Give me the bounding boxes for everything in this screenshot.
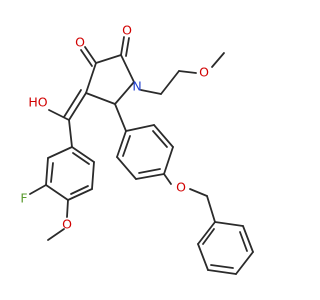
bond-c5-c4 xyxy=(85,92,116,105)
ar2-bond-2 xyxy=(153,124,174,148)
ar1-bond-6 xyxy=(71,146,95,163)
bond-ar1-o-methoxy xyxy=(66,199,69,218)
ar1-bond-5 xyxy=(91,161,95,190)
methoxyethyl-chain xyxy=(140,52,225,95)
ar2-inner-2 xyxy=(138,168,161,174)
ar2-bond-4 xyxy=(135,173,165,180)
ar2-inner-3 xyxy=(122,135,131,157)
bond-ch2-phenyl xyxy=(206,195,216,223)
ar1-bond-2 xyxy=(45,157,49,186)
bond-c4-cexo xyxy=(68,92,87,121)
atom-labels: O O N O HO F O O xyxy=(20,23,209,232)
atom-o-methoxy-aryl: O xyxy=(62,217,72,232)
atom-o-lactam: O xyxy=(122,23,132,38)
bond-o-ch3 xyxy=(211,52,225,68)
bond-ar2-o xyxy=(163,173,172,185)
bond-ch2-ch2 xyxy=(160,70,180,95)
ar1-bond-1 xyxy=(47,146,73,159)
ar3-bond-3 xyxy=(207,269,237,275)
bond-n1-ch2 xyxy=(140,89,162,95)
bond-o-methyl xyxy=(47,228,65,241)
ar2-bond-6 xyxy=(116,130,127,158)
bond-c4-c3 xyxy=(85,62,97,94)
bond-cexo-oh xyxy=(48,109,70,121)
ar3-bond-4 xyxy=(235,251,254,275)
bond-c4-cexo-double xyxy=(63,89,82,118)
atom-o-methoxyethyl: O xyxy=(199,65,209,80)
bond-c5-aryl xyxy=(114,103,127,132)
ar1-bond-4 xyxy=(67,188,93,201)
fluoromethoxyphenyl-ring xyxy=(29,146,95,241)
bond-c3-o-ketone-double xyxy=(80,49,93,67)
ar1-inner-1 xyxy=(50,162,54,183)
atom-n-ring: N xyxy=(132,79,141,94)
bond-c3-o-ketone xyxy=(84,46,97,64)
ar2-bond-3 xyxy=(163,146,174,175)
bond-c3-c2 xyxy=(95,54,122,64)
carbonyl-bonds xyxy=(80,36,130,67)
ar3-bond-5 xyxy=(242,225,254,253)
ar3-inner-3 xyxy=(239,231,248,252)
bond-ar1-f xyxy=(29,184,47,195)
bond-o-ch2-benzyl xyxy=(189,188,208,197)
bond-c2-n1 xyxy=(120,54,135,83)
benzyloxy-linker xyxy=(189,188,216,223)
ar2-bond-1 xyxy=(125,124,155,132)
ar3-inner-1 xyxy=(202,228,215,245)
enol-fragment xyxy=(48,89,87,148)
ar1-inner-3 xyxy=(72,152,90,165)
ar3-bond-6 xyxy=(214,221,244,227)
molecule-structure: O O N O HO F O O xyxy=(20,23,254,275)
atom-o-benzyloxy: O xyxy=(176,180,186,195)
ar3-inner-2 xyxy=(210,264,234,269)
pyrrolidinedione-ring xyxy=(85,54,135,105)
ar1-inner-2 xyxy=(70,185,89,195)
phenyl-ring xyxy=(197,221,254,275)
benzyloxyphenyl-ring xyxy=(116,124,174,185)
ar3-bond-2 xyxy=(197,243,209,271)
bond-n1-c5 xyxy=(114,81,135,105)
bond-cexo-aryl xyxy=(68,119,73,148)
ar2-bond-5 xyxy=(116,156,137,180)
bond-c2-o-lactam-double xyxy=(125,37,130,57)
atom-o-hydroxy: HO xyxy=(28,95,47,110)
bond-c2-o-lactam xyxy=(120,36,125,56)
ar3-bond-1 xyxy=(197,221,216,245)
ar2-inner-1 xyxy=(152,130,168,148)
bond-ch2-o xyxy=(178,70,197,74)
atom-f-aryl: F xyxy=(20,191,27,206)
ar1-bond-3 xyxy=(45,184,69,201)
molecule-canvas: O O N O HO F O O xyxy=(20,22,254,275)
atom-o-ketone: O xyxy=(75,35,85,50)
